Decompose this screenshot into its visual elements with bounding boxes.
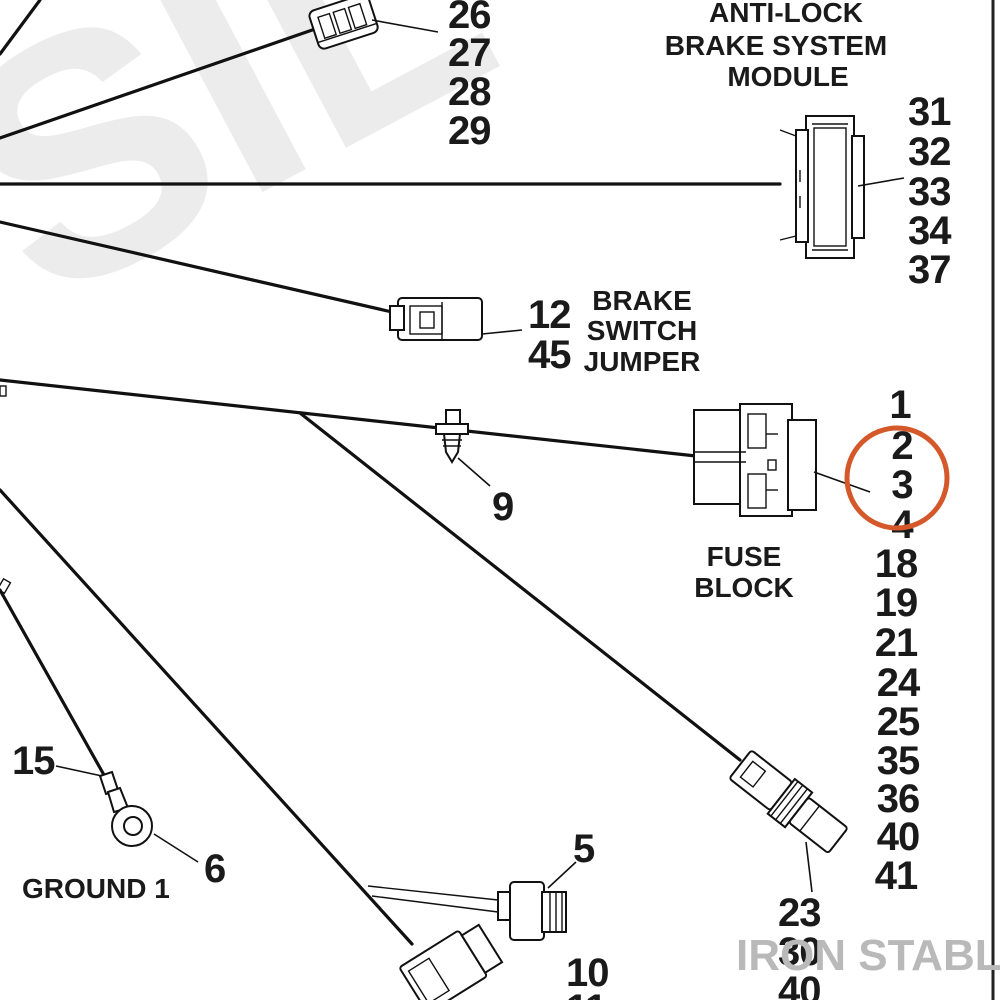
clip-leader xyxy=(457,457,491,487)
callout-29: 29 xyxy=(448,109,491,153)
callout-45: 45 xyxy=(528,333,571,377)
callout-12: 12 xyxy=(528,293,571,337)
callout-40-lower: 40 xyxy=(778,969,821,1000)
abs-module xyxy=(779,115,905,259)
callout-30: 30 xyxy=(778,930,821,974)
callout-32: 32 xyxy=(908,130,951,174)
brake-switch-title-line-2: SWITCH xyxy=(587,315,697,346)
ground-leader-6 xyxy=(153,833,199,863)
callout-37: 37 xyxy=(908,248,951,292)
callout-27: 27 xyxy=(448,31,491,75)
ground-title: GROUND 1 xyxy=(22,873,170,904)
push-clip xyxy=(435,409,491,487)
fuse-block-title-line-2: BLOCK xyxy=(694,572,794,603)
callout-23: 23 xyxy=(778,891,821,935)
callout-6: 6 xyxy=(204,847,225,891)
label-ground: 15 6 GROUND 1 xyxy=(12,739,226,904)
connector-10 xyxy=(399,923,504,1000)
callout-19: 19 xyxy=(875,581,918,625)
fuse-block-leader xyxy=(813,471,871,493)
label-fuse-block: FUSE BLOCK 1 2 3 4 18 19 21 24 25 35 36 … xyxy=(694,383,922,898)
callout-3: 3 xyxy=(891,463,912,507)
wires xyxy=(0,0,782,946)
callout-36: 36 xyxy=(877,777,920,821)
wire-ground xyxy=(0,588,106,777)
callout-10: 10 xyxy=(566,951,609,995)
label-connector-10: 10 11 xyxy=(566,951,610,1000)
callout-21: 21 xyxy=(875,621,918,665)
callout-9: 9 xyxy=(492,485,513,529)
highlight-circle xyxy=(844,425,950,531)
wire-end-stub-2 xyxy=(0,577,12,595)
wire-top-connector xyxy=(0,26,320,140)
callout-33: 33 xyxy=(908,170,951,214)
abs-module-body xyxy=(805,115,855,259)
top-connector-body xyxy=(308,0,379,50)
brake-switch-connector xyxy=(389,297,523,341)
label-abs-module: ANTI-LOCK BRAKE SYSTEM MODULE 31 32 33 3… xyxy=(665,0,953,292)
wire-top-left xyxy=(0,0,42,56)
connector-5-leader xyxy=(547,861,577,889)
wire-connector-23 xyxy=(298,411,742,762)
label-top-connector: 26 27 28 29 xyxy=(448,0,492,153)
callout-18: 18 xyxy=(875,542,918,586)
fuse-block-title-line-1: FUSE xyxy=(707,541,782,572)
callout-28: 28 xyxy=(448,70,491,114)
brake-switch-leader xyxy=(481,329,523,335)
abs-title-line-3: MODULE xyxy=(727,61,848,92)
abs-module-leader xyxy=(857,177,905,187)
abs-title-line-1: ANTI-LOCK xyxy=(709,0,863,28)
fuse-block xyxy=(693,403,871,517)
callout-41: 41 xyxy=(875,854,918,898)
callout-24: 24 xyxy=(877,661,921,705)
wire-fuse-block xyxy=(0,378,698,458)
ground-leader-15 xyxy=(55,765,103,777)
wire-brake-switch xyxy=(0,220,394,314)
watermark: IRON STABLE xyxy=(736,931,1000,980)
wire-connector-5 xyxy=(367,885,499,913)
label-connector-23: 23 30 40 xyxy=(778,891,822,1000)
wire-connector-10 xyxy=(0,488,414,946)
callout-34: 34 xyxy=(908,209,952,253)
callout-11: 11 xyxy=(566,987,607,1000)
label-brake-switch-jumper: 12 45 BRAKE SWITCH JUMPER xyxy=(528,285,700,377)
brake-switch-title-line-3: JUMPER xyxy=(584,346,701,377)
callout-40: 40 xyxy=(877,815,920,859)
abs-title-line-2: BRAKE SYSTEM xyxy=(665,30,887,61)
callout-1: 1 xyxy=(889,383,911,427)
callout-35: 35 xyxy=(877,739,920,783)
top-connector-leader xyxy=(371,19,439,33)
callout-31: 31 xyxy=(908,90,951,134)
wire-end-stub xyxy=(0,385,7,397)
connector-23-leader xyxy=(805,841,813,893)
callout-2: 2 xyxy=(891,424,912,468)
callout-26: 26 xyxy=(448,0,491,37)
callout-25: 25 xyxy=(877,700,920,744)
callout-15: 15 xyxy=(12,739,55,783)
ground-terminal xyxy=(55,765,199,863)
brake-switch-title-line-1: BRAKE xyxy=(592,285,692,316)
callout-5: 5 xyxy=(573,827,595,871)
connector-5 xyxy=(497,861,577,941)
connector-23 xyxy=(729,750,848,854)
top-connector xyxy=(308,0,439,50)
